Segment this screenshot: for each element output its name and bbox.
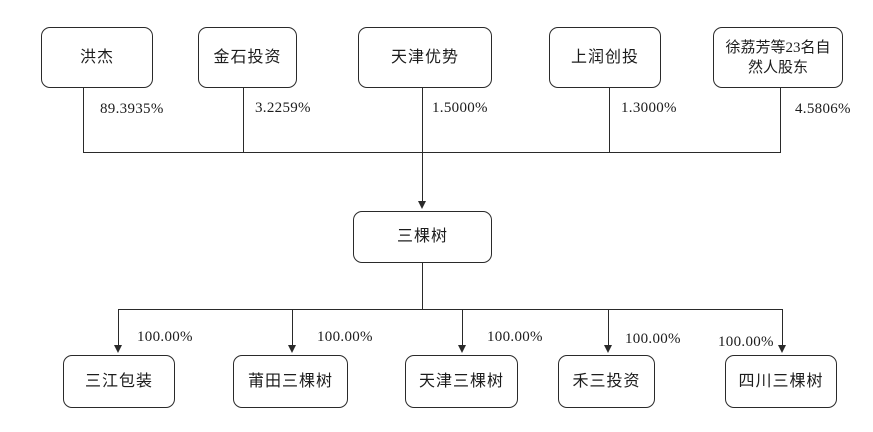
arrowhead-down-icon — [458, 345, 466, 353]
pct-label-tianjin-youshi: 1.5000% — [432, 100, 488, 116]
node-label: 金石投资 — [213, 48, 282, 66]
node-label: 禾三投资 — [572, 372, 641, 390]
connector-line — [83, 88, 85, 153]
pct-label-sanjiang-baozhuang: 100.00% — [137, 329, 193, 345]
arrowhead-down-icon — [114, 345, 122, 353]
node-subsidiary-sanjiang-baozhuang: 三江包装 — [63, 355, 175, 408]
node-label: 洪杰 — [79, 48, 114, 66]
arrowhead-down-icon — [778, 345, 786, 353]
connector-line — [782, 309, 784, 346]
pct-label-shangrun-chuangtou: 1.3000% — [621, 100, 677, 116]
connector-line — [243, 88, 245, 153]
node-subsidiary-sichuan-sankeshu: 四川三棵树 — [725, 355, 837, 408]
node-label: 四川三棵树 — [738, 372, 824, 390]
node-shareholder-shangrun-chuangtou: 上润创投 — [549, 27, 661, 88]
top-bus-line — [83, 152, 781, 154]
bottom-bus-line — [118, 309, 783, 311]
pct-label-jinshi-touzi: 3.2259% — [255, 100, 311, 116]
connector-line — [422, 263, 424, 310]
node-label: 天津三棵树 — [418, 372, 504, 390]
pct-label-hesan-touzi: 100.00% — [625, 331, 681, 347]
arrowhead-down-icon — [288, 345, 296, 353]
arrowhead-down-icon — [418, 201, 426, 209]
node-shareholder-hongjie: 洪杰 — [41, 27, 153, 88]
connector-line — [608, 309, 610, 346]
connector-line — [780, 88, 782, 153]
connector-line — [422, 87, 424, 202]
node-label: 三江包装 — [84, 372, 153, 390]
node-label: 徐荔芳等23名自然人股东 — [725, 39, 831, 76]
node-subsidiary-tianjin-sankeshu: 天津三棵树 — [405, 355, 518, 408]
pct-label-xulifang-group: 4.5806% — [795, 101, 851, 117]
node-label: 天津优势 — [390, 48, 459, 66]
pct-label-hongjie: 89.3935% — [100, 101, 164, 117]
connector-line — [118, 309, 120, 346]
node-shareholder-xulifang-group: 徐荔芳等23名自然人股东 — [713, 27, 843, 88]
node-parent-sankeshu: 三棵树 — [353, 211, 492, 263]
pct-label-putian-sankeshu: 100.00% — [317, 329, 373, 345]
node-label: 上润创投 — [570, 48, 639, 66]
pct-label-sichuan-sankeshu: 100.00% — [718, 334, 774, 350]
node-subsidiary-putian-sankeshu: 莆田三棵树 — [233, 355, 348, 408]
node-subsidiary-hesan-touzi: 禾三投资 — [558, 355, 655, 408]
arrowhead-down-icon — [604, 345, 612, 353]
connector-line — [609, 88, 611, 153]
connector-line — [462, 309, 464, 346]
connector-line — [292, 309, 294, 346]
node-shareholder-tianjin-youshi: 天津优势 — [358, 27, 492, 88]
node-label: 莆田三棵树 — [247, 372, 333, 390]
node-shareholder-jinshi-touzi: 金石投资 — [198, 27, 297, 88]
node-label: 三棵树 — [396, 228, 448, 245]
pct-label-tianjin-sankeshu: 100.00% — [487, 329, 543, 345]
